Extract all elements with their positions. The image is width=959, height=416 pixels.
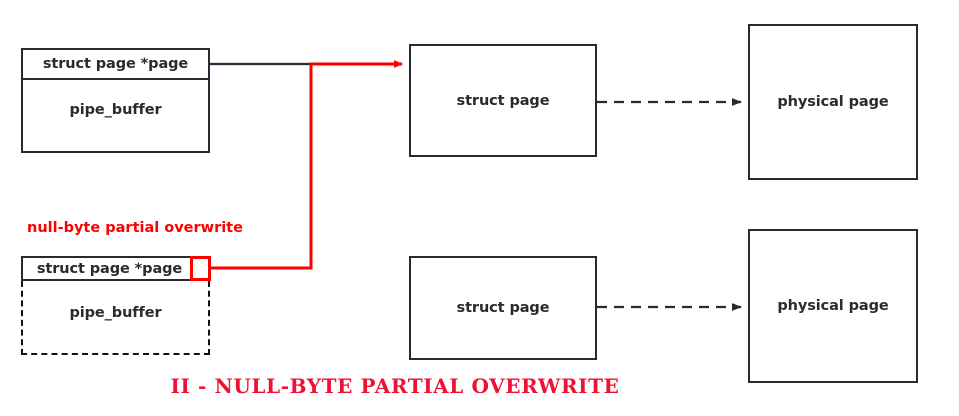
pipe-buffer-top-header: struct page *page: [21, 48, 210, 80]
pipe-buffer-top-body-label: pipe_buffer: [69, 101, 162, 118]
node-struct-page-top: struct page: [409, 44, 597, 157]
null-byte-annotation: null-byte partial overwrite: [27, 220, 243, 236]
node-physical-page-bottom: physical page: [748, 229, 918, 383]
pipe-buffer-bottom-header-label: struct page *page: [36, 260, 183, 277]
struct-page-bottom-label: struct page: [456, 300, 550, 316]
node-struct-page-bottom: struct page: [409, 256, 597, 360]
physical-page-bottom-label: physical page: [777, 298, 889, 314]
pipe-buffer-bottom-body-label: pipe_buffer: [69, 305, 162, 321]
node-pipe-buffer-bottom: struct page *page pipe_buffer: [21, 256, 211, 355]
overwritten-byte-marker: [190, 256, 211, 281]
node-physical-page-top: physical page: [748, 24, 918, 180]
struct-page-top-label: struct page: [456, 92, 550, 109]
node-pipe-buffer-top: struct page *page pipe_buffer: [21, 48, 210, 153]
physical-page-top-label: physical page: [777, 94, 889, 110]
pipe-buffer-bottom-body: pipe_buffer: [21, 281, 210, 355]
pipe-buffer-bottom-header: struct page *page: [21, 256, 210, 281]
pipe-buffer-top-header-label: struct page *page: [42, 56, 189, 72]
pipe-buffer-top-body: pipe_buffer: [21, 80, 210, 153]
edge-overwritten-pointer: [209, 60, 403, 270]
diagram-caption: II - NULL-BYTE PARTIAL OVERWRITE: [170, 374, 620, 398]
